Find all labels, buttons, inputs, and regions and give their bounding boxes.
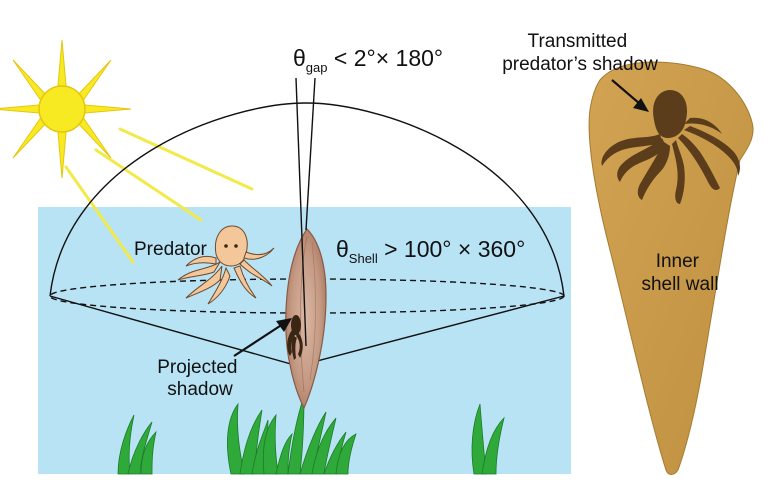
transmitted-shadow-arrow <box>611 79 649 112</box>
shell-angle-label: θShell > 100° × 360° <box>336 236 525 266</box>
predator-label: Predator <box>134 239 208 260</box>
projected-shadow-arrow <box>233 318 292 357</box>
projected-shadow-label: Projected shadow <box>157 357 243 400</box>
dome-arc <box>49 102 565 297</box>
sun-rays <box>64 127 254 264</box>
octopus-shadow-icon <box>601 90 740 204</box>
inner-shell-wall-label: Inner shell wall <box>641 251 718 295</box>
octopus-icon <box>177 225 275 305</box>
gap-angle-label: θgap < 2°× 180° <box>293 45 443 75</box>
projected-shadow <box>287 315 303 360</box>
gap-cone-lines <box>295 77 316 347</box>
transmitted-shadow-label: Transmitted predator’s shadow <box>502 31 658 75</box>
sun-icon <box>0 39 132 179</box>
shell-icon <box>285 228 327 410</box>
seagrass-icon <box>117 395 505 475</box>
